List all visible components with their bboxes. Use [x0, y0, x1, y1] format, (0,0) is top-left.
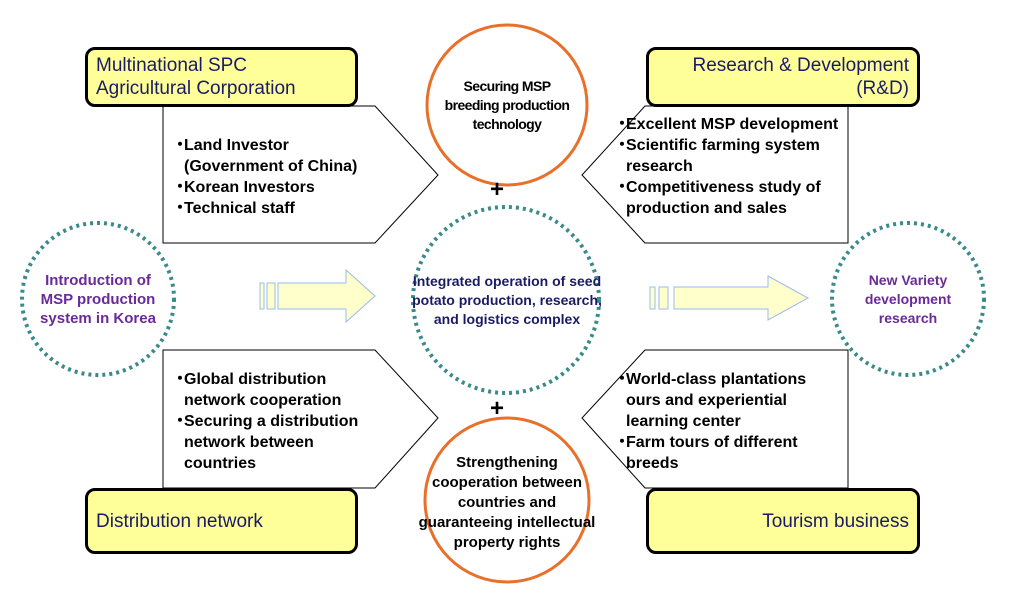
bullet-item: ・World-class plantations ours and experi…: [614, 371, 807, 430]
bullet-item: ・Excellent MSP development: [614, 116, 839, 133]
plus-icon-top: +: [489, 176, 504, 203]
bullet-item: ・Technical staff: [172, 200, 295, 217]
bullet-item: ・Competitiveness study of production and…: [614, 179, 821, 217]
title-line: Agricultural Corporation: [96, 78, 296, 99]
bullets-top-left: ・Land Investor (Government of China) ・Ko…: [172, 135, 392, 219]
circle-text-top: Securing MSP breeding production technol…: [444, 77, 570, 132]
bullets-bottom-right: ・World-class plantations ours and experi…: [614, 369, 836, 474]
bullets-top-right: ・Excellent MSP development ・Scientific f…: [614, 114, 846, 219]
bullet-item: ・Securing a distribution network between…: [172, 413, 359, 472]
circle-text-center: Integrated operation of seed potato prod…: [412, 272, 602, 327]
orange-circle-bottom: [423, 416, 591, 584]
arrow-center-to-right: [649, 275, 810, 321]
title-box-distribution-network: Distribution network: [85, 488, 358, 554]
dotted-circle-right: [830, 221, 986, 377]
orange-circle-top: [425, 23, 589, 187]
plus-icon-bottom: +: [489, 395, 504, 422]
dotted-circle-center: [411, 205, 601, 395]
callout-bottom-left: [162, 349, 439, 489]
title-line: Research & Development: [692, 55, 910, 76]
title-box-research-development: Research & Development (R&D): [646, 47, 920, 107]
bullet-item: ・Global distribution network cooperation: [172, 371, 342, 409]
bullets-bottom-left: ・Global distribution network cooperation…: [172, 369, 387, 474]
circle-text-right: New Variety development research: [864, 271, 952, 326]
bullet-item: ・Scientific farming system research: [614, 137, 820, 175]
bullet-item: ・Land Investor (Government of China): [172, 137, 358, 175]
title-line: Tourism business: [762, 510, 909, 532]
bullet-item: ・Farm tours of different breeds: [614, 434, 798, 472]
title-line: (R&D): [856, 78, 909, 99]
circle-text-bottom: Strengthening cooperation between countr…: [418, 453, 596, 551]
circle-text-left: Introduction of MSP production system in…: [40, 271, 156, 327]
title-line: Multinational SPC: [96, 55, 248, 76]
bullet-item: ・Korean Investors: [172, 179, 315, 196]
title-box-tourism-business: Tourism business: [646, 488, 920, 554]
title-box-multinational-spc: Multinational SPC Agricultural Corporati…: [85, 47, 358, 107]
dotted-circle-left: [20, 221, 176, 377]
title-line: Distribution network: [96, 510, 263, 532]
arrow-left-to-center: [259, 268, 376, 324]
